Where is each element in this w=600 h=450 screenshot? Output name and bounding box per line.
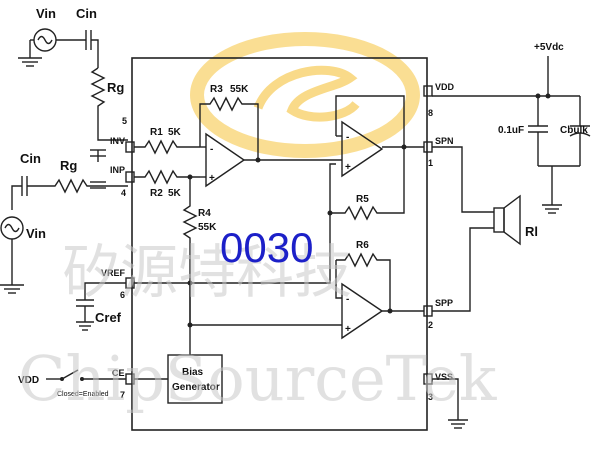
opamp-1: - + <box>205 132 246 188</box>
resistor-r2: R2 5K <box>134 169 200 199</box>
opamp-1-minus: - <box>210 144 213 155</box>
opamp-2-minus: - <box>346 132 349 143</box>
pin-spp: SPP 2 <box>423 298 453 330</box>
bias-gen-line2: Generator <box>172 382 220 393</box>
pin-inp-name: INP <box>110 165 125 175</box>
r3-label: R3 <box>210 84 223 95</box>
pin-vref-num: 6 <box>120 290 125 300</box>
vdd-enable-label: VDD <box>18 375 39 386</box>
pin-inv-num: 5 <box>122 116 127 126</box>
pin-inv-name: INV <box>110 136 125 146</box>
pin-vdd: VDD 8 <box>423 82 455 118</box>
resistor-r3: R3 55K <box>199 84 259 160</box>
top-input-chain: Vin Cin Rg <box>18 6 128 162</box>
r5-label: R5 <box>356 194 369 205</box>
pin-vdd-num: 8 <box>428 108 433 118</box>
r1-value: 5K <box>168 127 182 138</box>
vin-bottom-label: Vin <box>26 226 46 241</box>
resistor-r6: R6 <box>336 240 391 311</box>
pin-spn-num: 1 <box>428 158 433 168</box>
rg-top-label: Rg <box>107 80 124 95</box>
r3-value: 55K <box>230 84 249 95</box>
pin-ce-name: CE <box>112 368 125 378</box>
pin-vref-name: VREF <box>101 268 126 278</box>
vin-top-label: Vin <box>36 6 56 21</box>
speaker-label: Rl <box>525 224 538 239</box>
cap-bulk-label: Cbulk <box>560 125 588 136</box>
bias-gen-line1: Bias <box>182 367 204 378</box>
resistor-r1: R1 5K <box>134 127 200 155</box>
pin-inp-num: 4 <box>121 188 126 198</box>
cref-label: Cref <box>95 310 122 325</box>
opamp-3-minus: - <box>346 294 349 305</box>
capacitor-cref: Cref <box>76 282 126 331</box>
vss-ground <box>432 378 468 429</box>
r6-label: R6 <box>356 240 369 251</box>
company-logo <box>190 32 420 158</box>
opamp-3-plus: + <box>345 324 351 335</box>
part-number: 0030 <box>220 224 313 271</box>
opamp-3: - + <box>341 282 384 340</box>
r2-value: 5K <box>168 188 182 199</box>
rg-bottom-label: Rg <box>60 158 77 173</box>
r2-label: R2 <box>150 188 163 199</box>
watermark-chinese: 矽源特科技 <box>62 238 352 306</box>
opamp-2: - + <box>341 120 384 178</box>
resistor-r5: R5 <box>330 147 405 221</box>
supply-rail-label: +5Vdc <box>534 42 564 53</box>
pin-spp-num: 2 <box>428 320 433 330</box>
speaker: Rl <box>432 146 538 312</box>
cap-small-label: 0.1uF <box>498 125 524 136</box>
bottom-input-chain: Cin Rg Vin <box>0 151 128 294</box>
ic-package-outline <box>131 57 428 431</box>
pin-spn: SPN 1 <box>423 136 454 168</box>
r1-label: R1 <box>150 127 163 138</box>
pin-spp-name: SPP <box>435 298 453 308</box>
opamp-2-plus: + <box>345 162 351 173</box>
cin-top-label: Cin <box>76 6 97 21</box>
pin-inv: 5 INV <box>110 116 135 153</box>
pin-inp: 4 INP <box>110 165 135 198</box>
resistor-r4: R4 55K <box>182 177 217 325</box>
pin-vss-num: 3 <box>428 392 433 402</box>
pin-spn-name: SPN <box>435 136 454 146</box>
pin-vdd-name: VDD <box>435 82 455 92</box>
r4-value: 55K <box>198 222 217 233</box>
opamp-1-plus: + <box>209 173 215 184</box>
enable-switch: VDD Closed=Enabled <box>18 369 126 398</box>
r4-label: R4 <box>198 208 211 219</box>
pin-vss-name: VSS <box>435 372 453 382</box>
cin-bottom-label: Cin <box>20 151 41 166</box>
switch-note: Closed=Enabled <box>57 391 109 398</box>
watermark-english: ChipSourceTek <box>18 342 497 415</box>
supply-network: +5Vdc 0.1uF Cbulk <box>432 42 591 214</box>
pin-ce-num: 7 <box>120 390 125 400</box>
